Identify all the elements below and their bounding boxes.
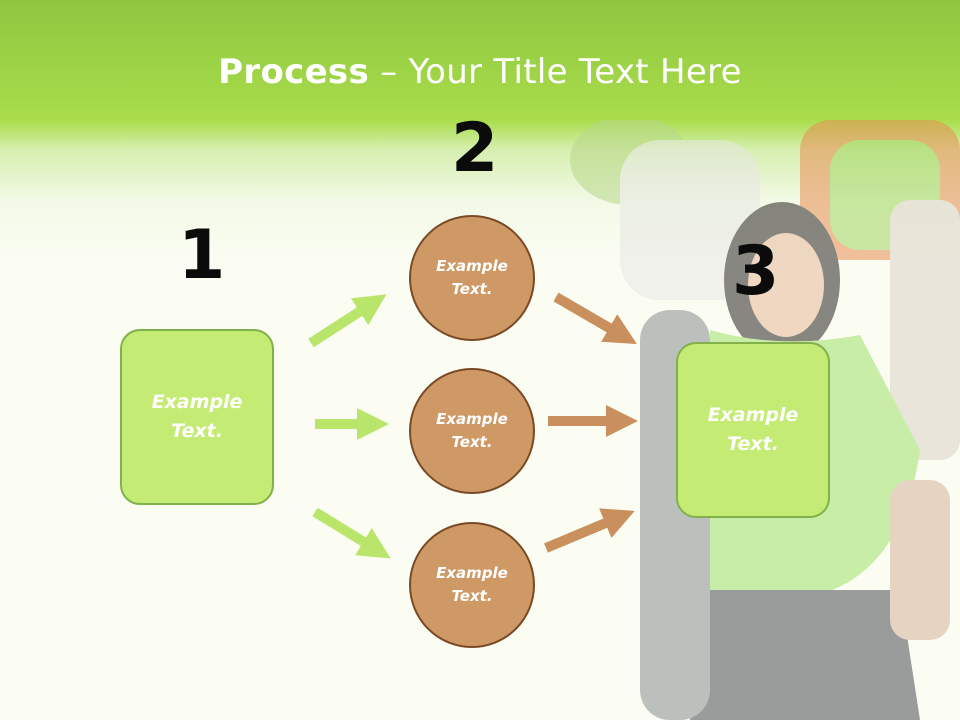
photo-figures [570,120,960,720]
people-photo-background [570,120,960,720]
step-2-circle-top[interactable]: Example Text. [409,215,535,341]
brown-arrow-up [544,508,635,553]
step-1-box[interactable]: Example Text. [120,329,274,505]
circle-top-text: Example Text. [436,257,508,298]
step-2-circle-bottom[interactable]: Example Text. [409,522,535,648]
step-3-text: Example Text. [707,404,799,455]
circle-middle-text: Example Text. [436,410,508,451]
step-number-3: 3 [732,232,780,311]
slide-title: Process – Your Title Text Here [0,52,960,92]
title-bold: Process [218,52,370,92]
step-2-circle-middle[interactable]: Example Text. [409,368,535,494]
step-number-2: 2 [451,109,499,188]
title-text: Your Title Text Here [408,52,742,92]
step-number-1: 1 [178,216,226,295]
green-arrow-up [308,294,387,348]
green-arrow-down [312,507,391,559]
circle-bottom-text: Example Text. [436,564,508,605]
step-1-text: Example Text. [151,391,243,442]
brown-arrow-down [553,292,637,345]
step-3-box[interactable]: Example Text. [676,342,830,518]
title-separator: – [380,52,398,92]
